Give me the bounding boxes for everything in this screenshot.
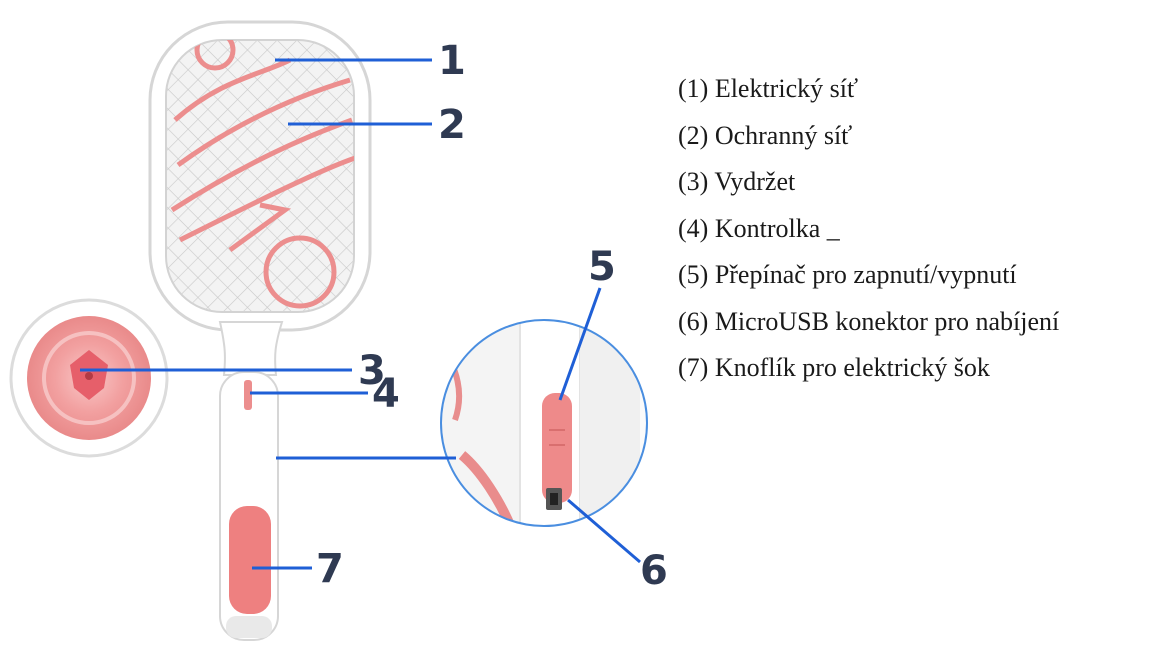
indicator-light xyxy=(244,380,252,410)
legend-item-4: (4) Kontrolka _ xyxy=(678,206,1172,253)
legend-item-1: (1) Elektrický síť xyxy=(678,66,1172,113)
legend-item-6: (6) MicroUSB konektor pro nabíjení xyxy=(678,299,1172,346)
legend-list: (1) Elektrický síť (2) Ochranný síť (3) … xyxy=(678,66,1172,392)
callout-number-2: 2 xyxy=(438,102,466,148)
racket-handle-end xyxy=(226,616,272,638)
legend-item-5: (5) Přepínač pro zapnutí/vypnutí xyxy=(678,252,1172,299)
callout-number-7: 7 xyxy=(316,546,344,592)
shock-button xyxy=(229,506,271,614)
callout-number-6: 6 xyxy=(640,548,668,594)
switch-zoom-detail xyxy=(430,315,660,550)
leader-line-6 xyxy=(568,500,640,562)
power-switch xyxy=(542,393,572,503)
legend-item-7: (7) Knoflík pro elektrický šok xyxy=(678,345,1172,392)
callout-number-5: 5 xyxy=(588,244,616,290)
callout-number-1: 1 xyxy=(438,38,466,84)
hold-detail xyxy=(11,300,167,456)
electric-net xyxy=(166,40,354,312)
legend-item-3: (3) Vydržet xyxy=(678,159,1172,206)
legend-item-2: (2) Ochranný síť xyxy=(678,113,1172,160)
racket-neck xyxy=(220,322,282,375)
callout-number-4: 4 xyxy=(372,371,400,417)
